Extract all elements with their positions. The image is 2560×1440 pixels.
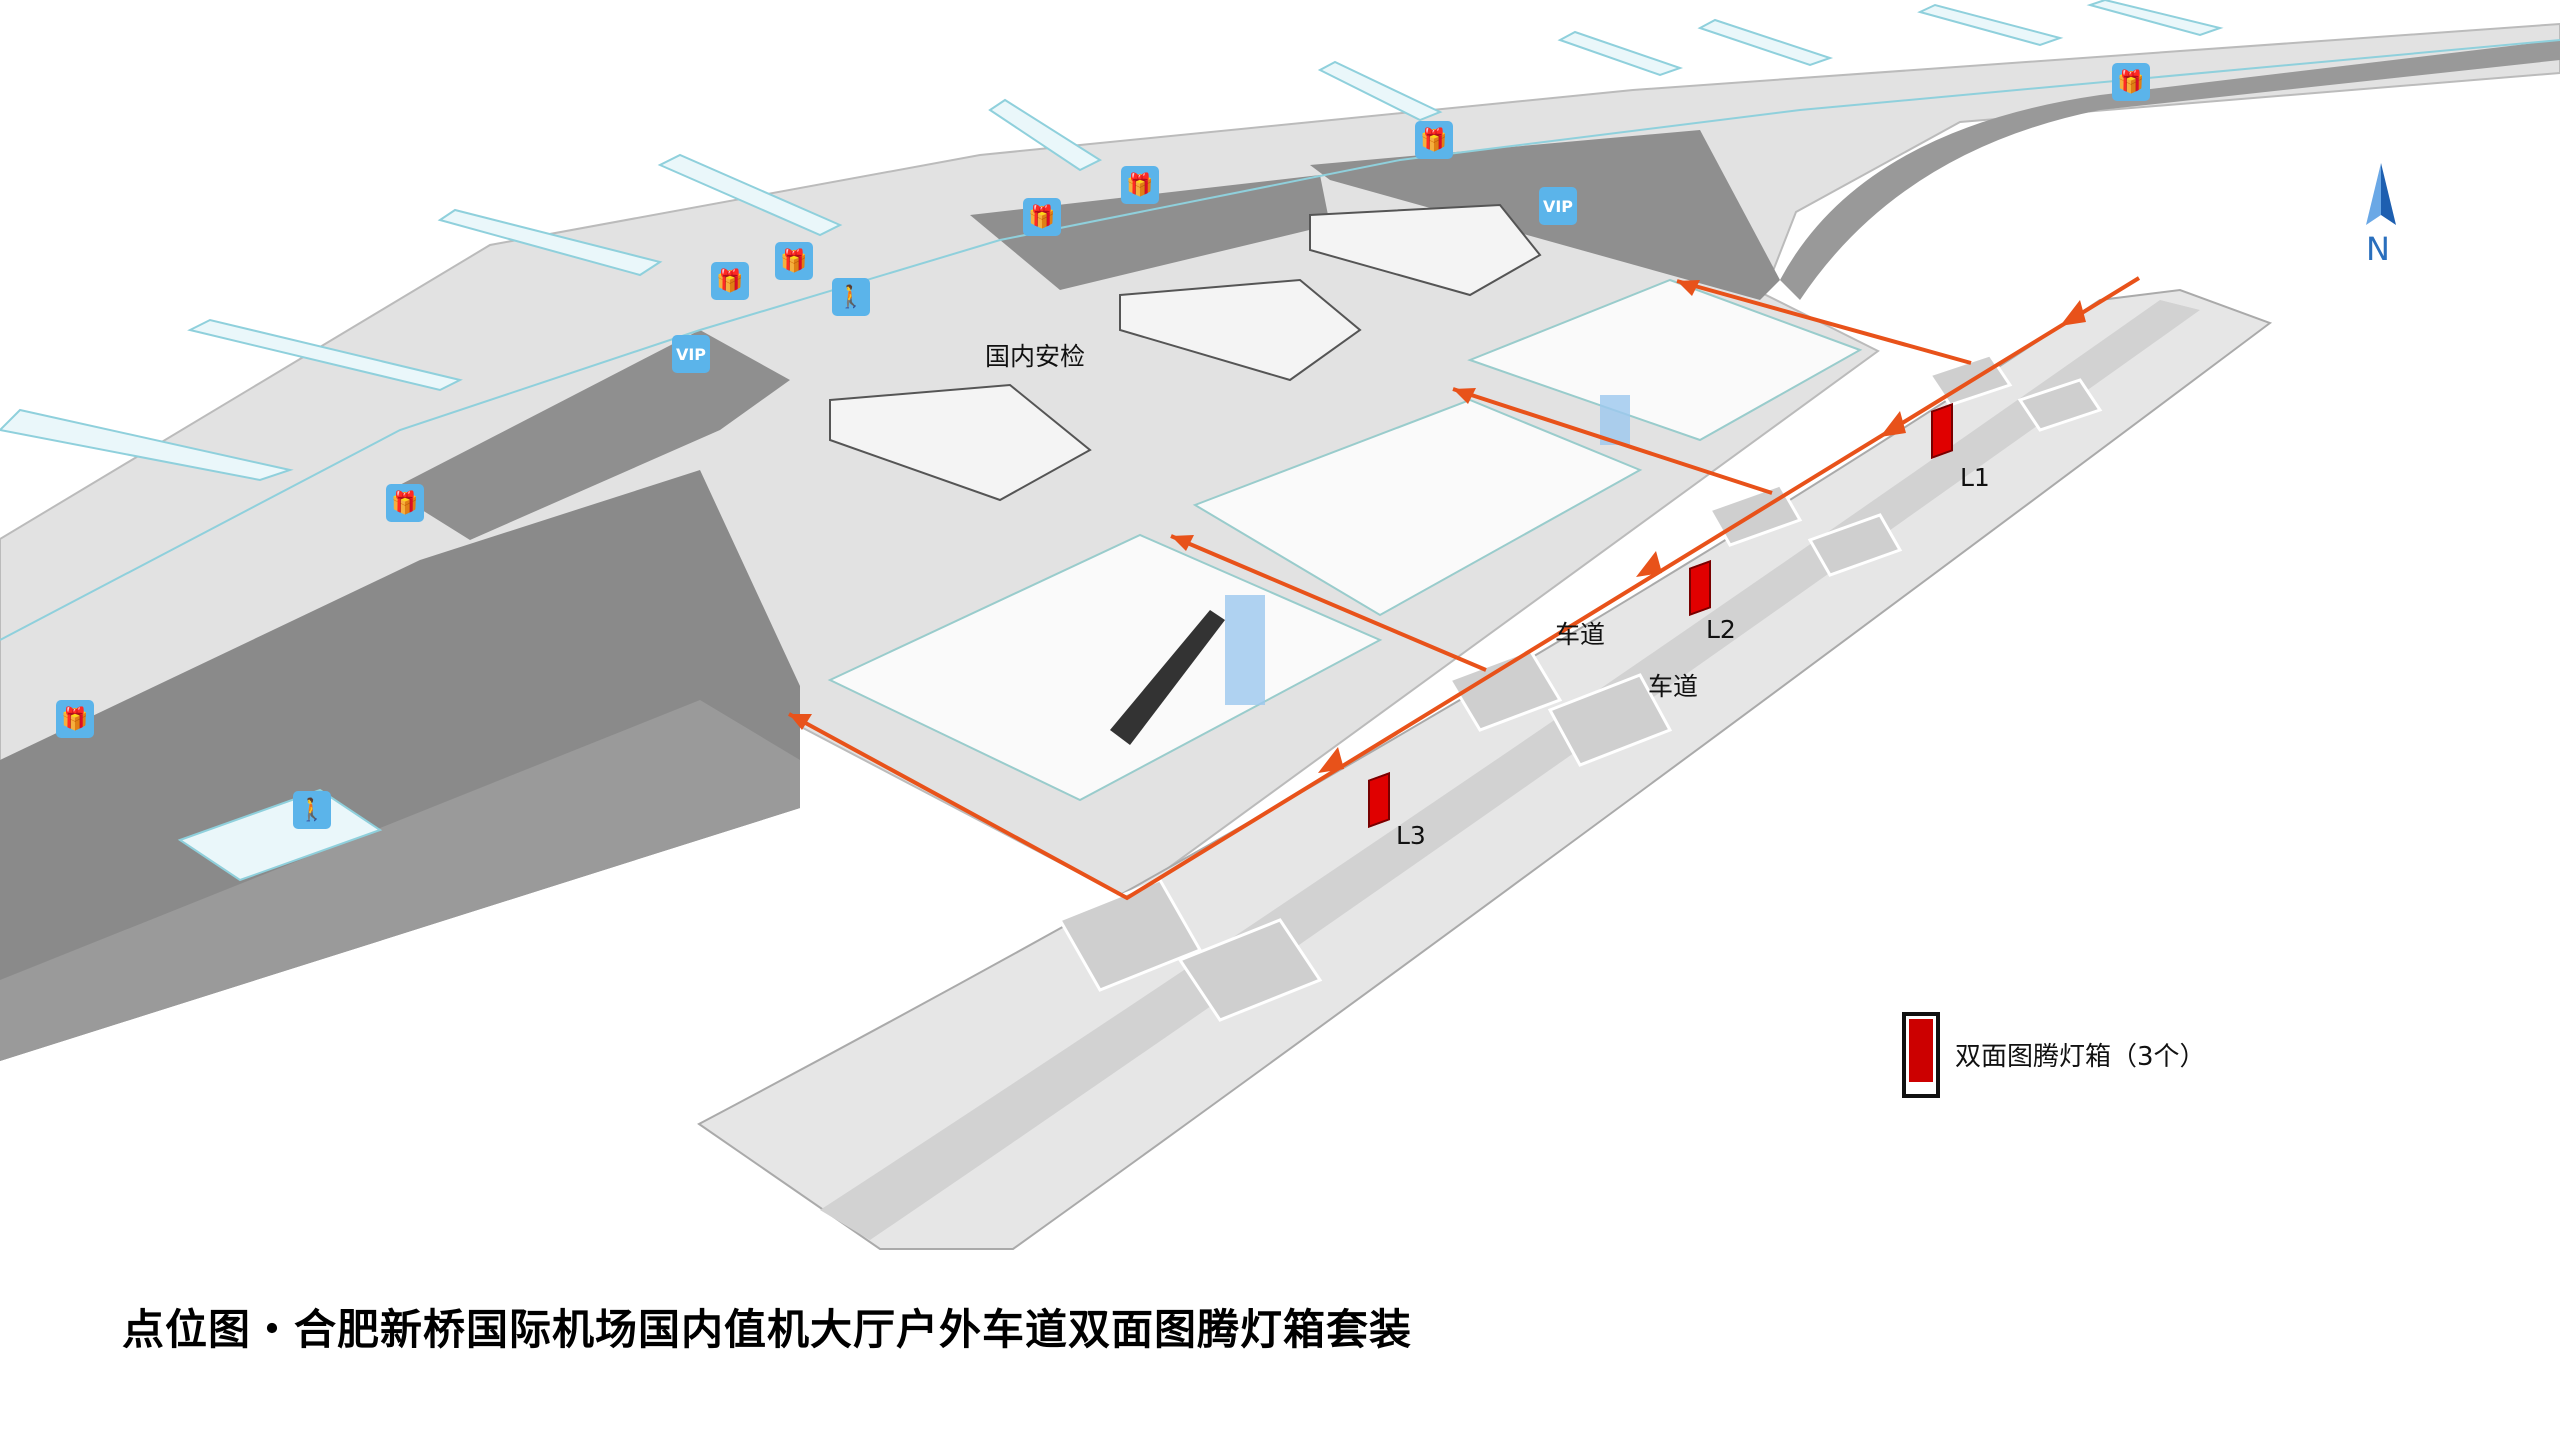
gift-icon: 🎁 xyxy=(56,700,94,738)
route-arrowheads xyxy=(789,280,2086,773)
north-arrow-icon xyxy=(2366,163,2396,225)
escalator xyxy=(1110,610,1225,745)
point-label-l1: L1 xyxy=(1960,463,1990,492)
north-label: N xyxy=(2366,230,2390,268)
legend-label: 双面图腾灯箱（3个） xyxy=(1955,1042,2206,1072)
lightbox-l3 xyxy=(1368,771,1390,829)
gift-icon: 🎁 xyxy=(711,262,749,300)
dark-block-mid xyxy=(390,330,790,540)
legend-lightbox-swatch xyxy=(1902,1012,1940,1098)
lane-label: 车道 xyxy=(1555,620,1606,649)
point-label-l2: L2 xyxy=(1706,615,1736,644)
lane-label: 车道 xyxy=(1648,672,1699,701)
dark-block-lower xyxy=(0,700,800,1061)
page-title: 点位图・合肥新桥国际机场国内值机大厅户外车道双面图腾灯箱套装 xyxy=(122,1305,1413,1354)
point-label-l3: L3 xyxy=(1396,821,1426,850)
terminal-curve xyxy=(1780,40,2560,300)
checkin-counters xyxy=(829,203,1542,502)
vip-icon: VIP xyxy=(672,335,710,373)
dark-block-top xyxy=(970,175,1330,290)
gift-icon: 🎁 xyxy=(386,484,424,522)
route-lines xyxy=(788,276,2141,901)
gift-icon: 🎁 xyxy=(775,242,813,280)
gift-icon: 🎁 xyxy=(1121,166,1159,204)
lightbox-l2 xyxy=(1689,559,1711,617)
gift-icon: 🎁 xyxy=(1415,121,1453,159)
vip-icon: VIP xyxy=(1539,187,1577,225)
security-label: 国内安检 xyxy=(985,342,1086,371)
gift-icon: 🎁 xyxy=(1023,198,1061,236)
security-gate-icon: 🚶 xyxy=(832,278,870,316)
gift-icon: 🎁 xyxy=(2112,63,2150,101)
lightbox-l1 xyxy=(1931,402,1953,460)
security-gate-icon: 🚶 xyxy=(293,791,331,829)
elevator xyxy=(1225,595,1265,705)
